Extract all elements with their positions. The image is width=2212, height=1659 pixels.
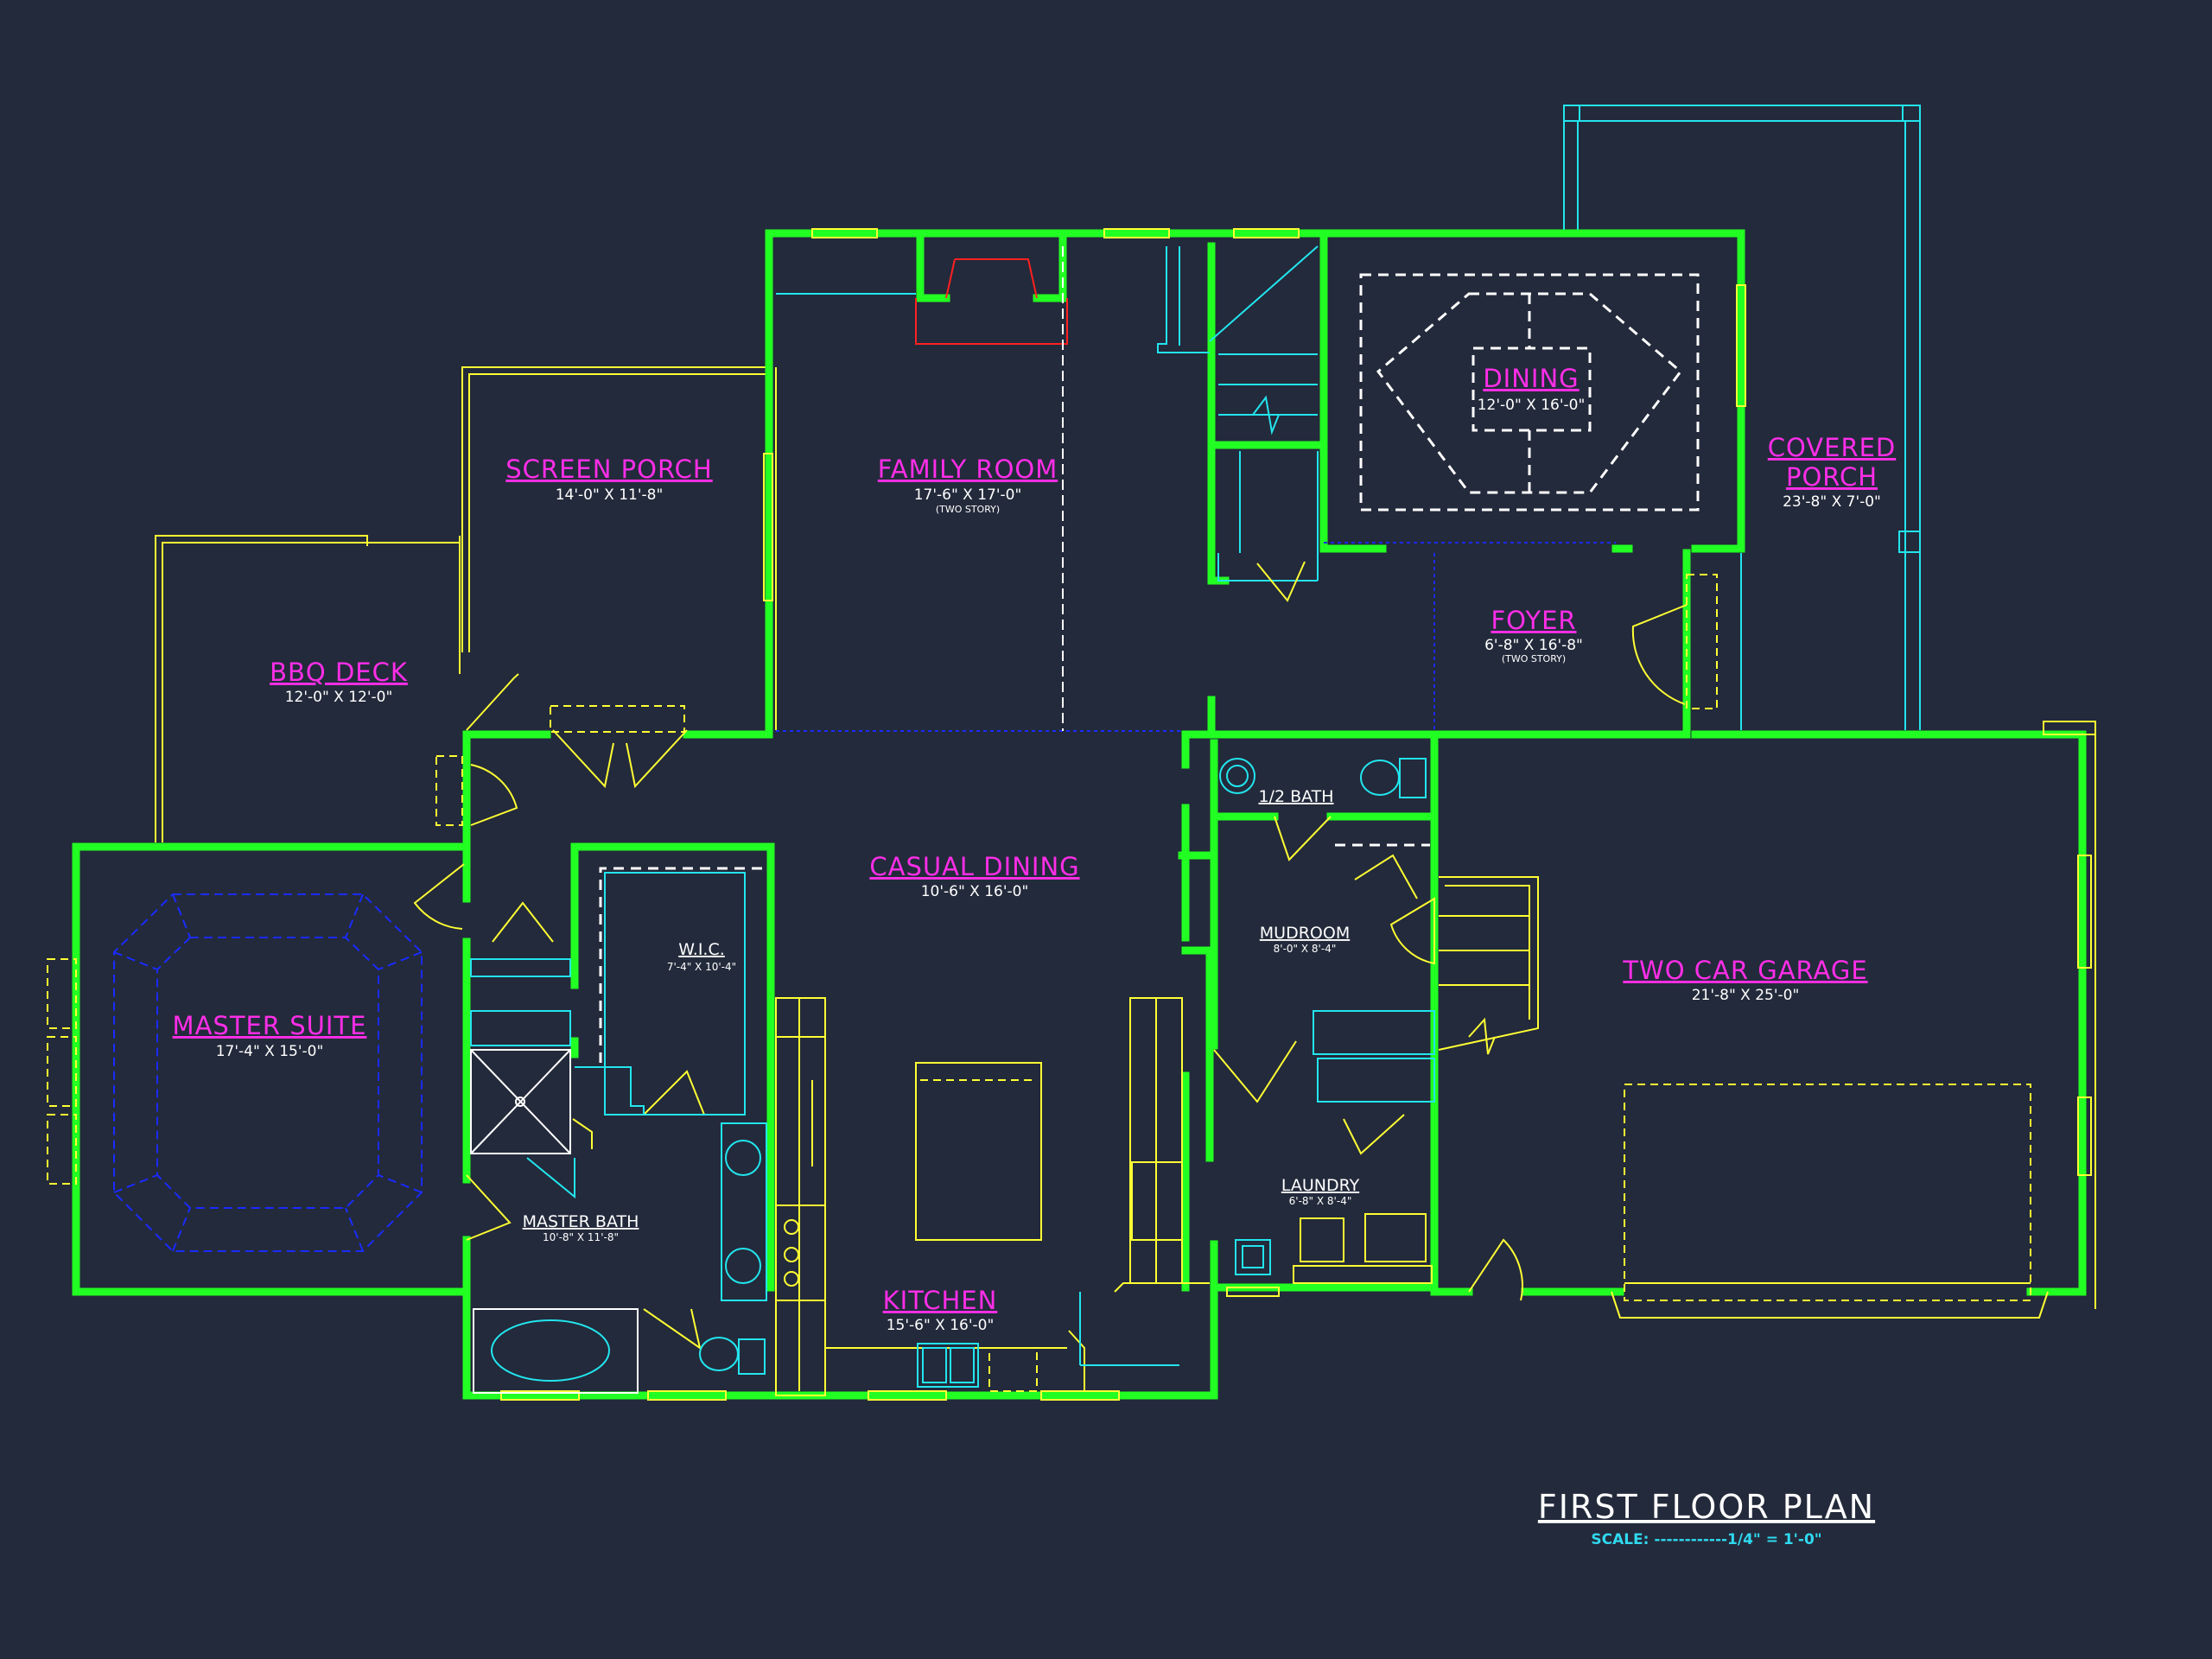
room-dims-master-bath: 10'-8" X 11'-8" xyxy=(543,1231,619,1243)
mudroom-laundry-fixtures xyxy=(1235,1010,1435,1284)
room-dims-family-room: 17'-6" X 17'-0" xyxy=(914,486,1022,504)
screen-porch-outline xyxy=(461,366,777,730)
room-label-two-car-garage: TWO CAR GARAGE xyxy=(1622,956,1867,985)
plan-title: FIRST FLOOR PLAN xyxy=(1538,1488,1875,1526)
half-bath-fixtures xyxy=(1219,758,1430,847)
room-dims-master-suite: 17'-4" X 15'-0" xyxy=(216,1043,324,1060)
room-label-casual-dining: CASUAL DINING xyxy=(869,852,1079,881)
room-dims-laundry: 6'-8" X 8'-4" xyxy=(1289,1195,1352,1207)
room-label-family-room: FAMILY ROOM xyxy=(878,454,1058,484)
room-note-family-room: (TWO STORY) xyxy=(936,504,1000,515)
room-label-mudroom: MUDROOM xyxy=(1260,924,1350,943)
staircase xyxy=(1157,245,1319,582)
windows xyxy=(500,228,2096,1401)
room-label-covered-porch-2: PORCH xyxy=(1786,462,1878,492)
room-label-laundry: LAUNDRY xyxy=(1281,1176,1360,1195)
wic-shelving xyxy=(575,867,765,1116)
room-dims-two-car-garage: 21'-8" X 25'-0" xyxy=(1692,987,1800,1004)
master-suite-tray-ceiling xyxy=(47,893,423,1252)
master-bath-fixtures xyxy=(470,958,767,1394)
room-dims-foyer: 6'-8" X 16'-8" xyxy=(1484,637,1583,654)
room-label-master-suite: MASTER SUITE xyxy=(173,1011,367,1040)
plan-scale: SCALE: ------------1/4" = 1'-0" xyxy=(1591,1531,1821,1548)
bbq-deck-outline xyxy=(155,535,461,842)
dining-coffered-ceiling xyxy=(1359,273,1700,512)
room-dims-kitchen: 15'-6" X 16'-0" xyxy=(887,1317,995,1334)
room-label-covered-porch-1: COVERED xyxy=(1768,433,1897,462)
kitchen-fixtures xyxy=(775,997,1183,1396)
room-label-master-bath: MASTER BATH xyxy=(523,1212,639,1231)
covered-porch-outline xyxy=(1563,105,1921,730)
room-dims-wic: 7'-4" X 10'-4" xyxy=(667,961,736,973)
room-dims-bbq-deck: 12'-0" X 12'-0" xyxy=(285,689,393,706)
room-label-kitchen: KITCHEN xyxy=(883,1286,998,1315)
doors xyxy=(413,561,1718,1391)
room-dims-dining: 12'-0" X 16'-0" xyxy=(1478,397,1586,414)
room-label-dining: DINING xyxy=(1483,364,1579,393)
room-label-foyer: FOYER xyxy=(1491,606,1576,635)
fireplace xyxy=(776,236,1068,345)
room-label-screen-porch: SCREEN PORCH xyxy=(505,454,712,484)
room-dims-covered-porch: 23'-8" X 7'-0" xyxy=(1783,493,1881,511)
room-label-half-bath: 1/2 BATH xyxy=(1258,787,1333,806)
room-dims-casual-dining: 10'-6" X 16'-0" xyxy=(921,883,1029,900)
room-dims-screen-porch: 14'-0" X 11'-8" xyxy=(556,486,664,504)
room-dims-mudroom: 8'-0" X 8'-4" xyxy=(1274,943,1337,955)
room-label-bbq-deck: BBQ DECK xyxy=(270,658,408,687)
room-label-wic: W.I.C. xyxy=(678,940,725,959)
garage-fixtures xyxy=(1438,876,2049,1319)
exterior-walls xyxy=(72,229,2087,1400)
room-note-foyer: (TWO STORY) xyxy=(1502,653,1566,664)
